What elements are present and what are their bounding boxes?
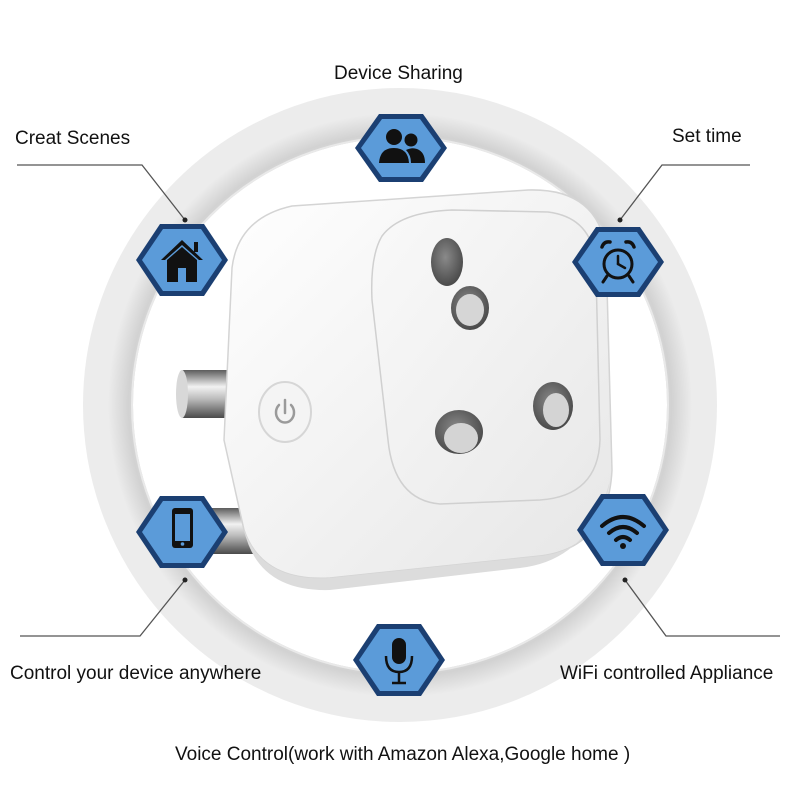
users-icon: [379, 129, 425, 163]
connector-wifi: [624, 579, 780, 637]
connector-dots: [182, 217, 628, 583]
smart-plug: [176, 189, 613, 591]
label-set-time: Set time: [672, 126, 742, 147]
decorative-ring: [83, 88, 717, 722]
hex-wifi: [577, 494, 669, 566]
label-create-scenes: Creat Scenes: [15, 128, 131, 149]
socket-hole-top: [431, 238, 489, 330]
connector-remote-control: [20, 579, 186, 637]
connector-create-scenes: [17, 164, 186, 221]
power-button[interactable]: [258, 381, 312, 443]
hex-remote-control: [136, 496, 228, 568]
socket-face: [370, 209, 601, 505]
alarm-clock-icon: [600, 240, 636, 284]
hex-create-scenes: [136, 224, 228, 296]
label-device-sharing: Device Sharing: [334, 63, 463, 84]
hex-voice-control: [353, 624, 445, 696]
microphone-icon: [384, 638, 414, 685]
label-remote-control: Control your device anywhere: [10, 663, 262, 684]
smartphone-icon: [172, 508, 193, 548]
plug-body-shadow: [244, 480, 610, 591]
label-wifi: WiFi controlled Appliance: [560, 663, 774, 684]
power-icon: [274, 398, 296, 424]
socket-hole-left: [435, 410, 483, 454]
wifi-icon: [600, 515, 646, 542]
home-icon: [161, 240, 203, 282]
hex-device-sharing: [355, 114, 447, 182]
hex-set-time: [572, 227, 664, 297]
socket-hole-right: [533, 382, 573, 430]
connector-lines: [17, 164, 780, 637]
label-voice-control: Voice Control(work with Amazon Alexa,Goo…: [175, 744, 631, 765]
connector-set-time: [619, 164, 750, 221]
